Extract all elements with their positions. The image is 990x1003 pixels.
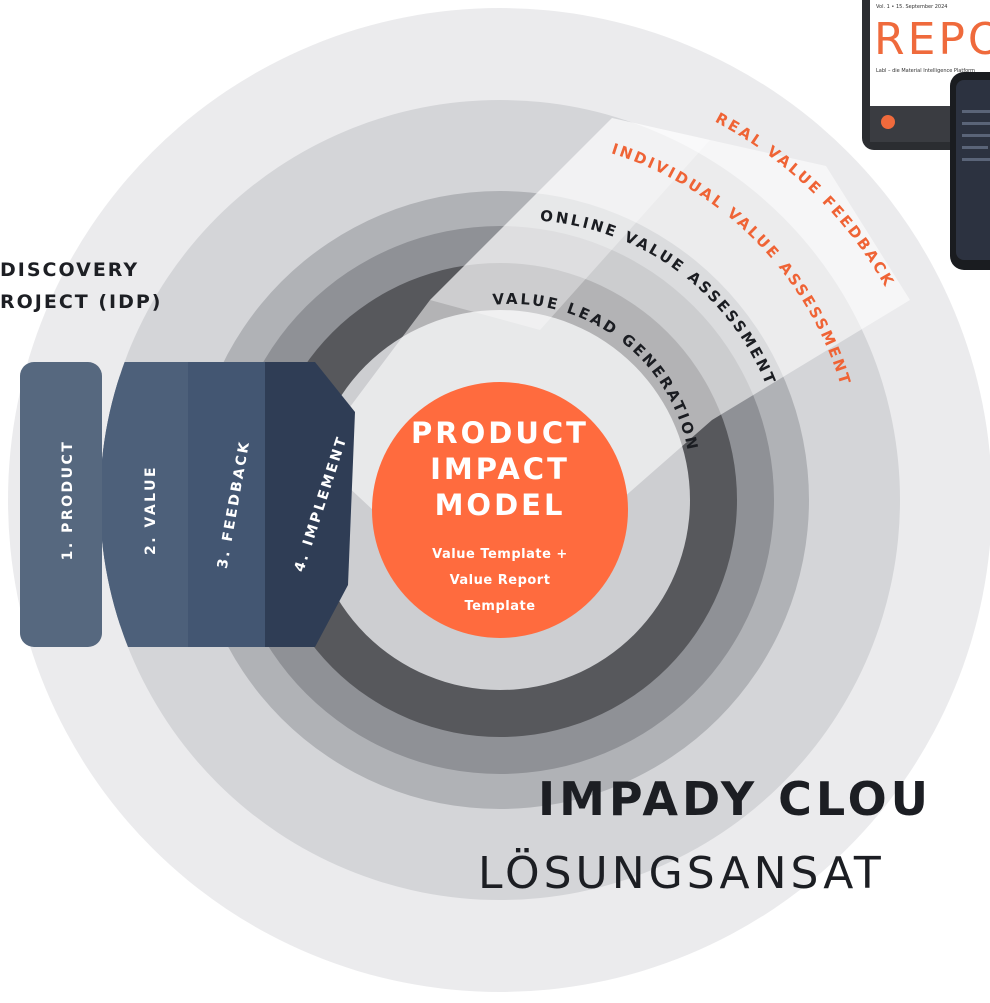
center-sub-line2: Value Report: [450, 573, 551, 588]
phone-screen: [956, 80, 990, 260]
value-arrow-band-inner: [430, 118, 710, 330]
report-subtitle: Labl – die Material Intelligence Platfor…: [876, 68, 975, 74]
idp-step-2-label: 2. VALUE: [143, 465, 159, 555]
report-preview: Vol. 1 • 15. September 2024 REPO Labl – …: [862, 0, 990, 270]
idp-step-4-panel: [265, 362, 355, 647]
phone-screen-row: [962, 146, 988, 149]
center-title-line1: PRODUCT: [411, 416, 589, 450]
center-title-line2: IMPACT: [430, 452, 570, 486]
report-meta: Vol. 1 • 15. September 2024: [876, 4, 947, 10]
report-logo-icon: [881, 115, 895, 129]
report-title: REPO: [874, 14, 990, 65]
center-sub-line3: Template: [464, 599, 535, 614]
idp-step-2-panel: [100, 362, 198, 647]
idp-title-line1: DISCOVERY: [0, 259, 139, 281]
center-sub-line1: Value Template +: [432, 547, 568, 562]
center-title-line3: MODEL: [435, 488, 566, 522]
product-impact-model-circle: [372, 382, 628, 638]
idp-step-1-label: 1. PRODUCT: [60, 440, 76, 561]
idp-title-line2: ROJECT (IDP): [0, 291, 162, 313]
phone-screen-row: [962, 158, 990, 161]
cloud-title: IMPADY CLOU: [538, 772, 932, 826]
cloud-subtitle: LÖSUNGSANSAT: [478, 847, 885, 899]
phone-screen-row: [962, 110, 990, 113]
phone-screen-row: [962, 134, 990, 137]
phone-screen-row: [962, 122, 990, 125]
idp-step-1-panel-outer: [20, 362, 102, 647]
